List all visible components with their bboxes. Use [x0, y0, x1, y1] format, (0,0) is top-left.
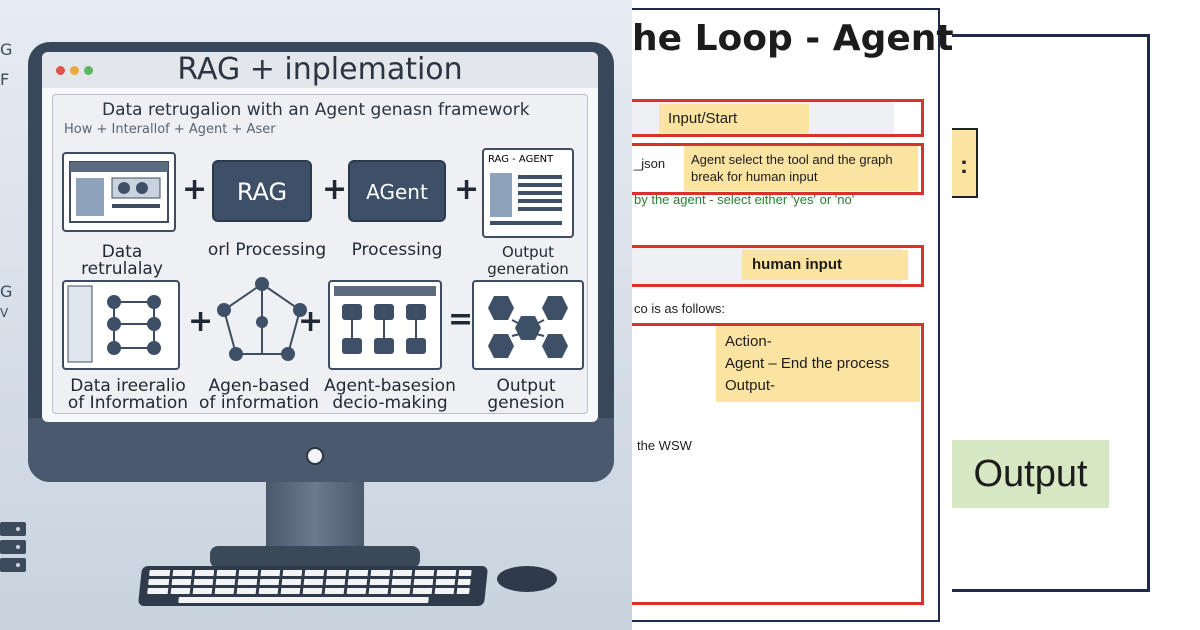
agent-select-note: Agent select the tool and the graph brea… — [684, 146, 918, 191]
agent-network-diagram — [214, 274, 310, 375]
caption-row2: Agent-basesion decio-making — [322, 378, 458, 412]
keyboard-keys-icon — [147, 569, 472, 603]
agent-select-box — [632, 143, 924, 195]
report-table-icon — [490, 173, 562, 225]
plus-operator: + — [182, 172, 208, 207]
window-maximize-dot-icon — [84, 66, 93, 75]
caption-row1: Processing — [351, 240, 443, 260]
caption-line: Agent-basesion — [324, 376, 456, 396]
action-line: Action- — [725, 333, 772, 350]
output-flow-icon — [488, 296, 568, 358]
monitor-stand — [266, 482, 364, 552]
mouse — [497, 566, 557, 592]
action-box — [632, 323, 924, 605]
json-fragment: _json — [634, 156, 666, 171]
document-window-icon — [69, 161, 169, 223]
caption-row2: Data ireeralio of Information — [58, 378, 198, 412]
edge-letter: V — [0, 306, 9, 320]
rag-agent-header: RAG - AGENT — [488, 154, 554, 165]
human-input-label: human input — [742, 250, 908, 280]
right-diagram-frame — [952, 34, 1150, 592]
window-minimize-dot-icon — [70, 66, 79, 75]
small-node-mark: : — [960, 152, 968, 179]
monitor-screen: RAG + inplemation Data retrugalion with … — [42, 52, 598, 422]
output-card — [472, 280, 584, 370]
action-line: Output- — [725, 377, 776, 394]
small-node-box — [952, 128, 978, 198]
document-title: he Loop - Agent — [632, 18, 954, 59]
plus-operator: + — [454, 172, 480, 207]
power-button-icon — [306, 447, 324, 465]
yes-no-note: by the agent - select either 'yes' or 'n… — [634, 192, 855, 207]
caption-line: of Information — [67, 393, 189, 413]
caption-row1: Data retrulalay — [81, 242, 163, 279]
caption-line: of information — [199, 393, 319, 413]
illustration: G F G V RAG + inplemation Data retrugali… — [0, 0, 632, 630]
network-graph-icon — [67, 285, 161, 363]
plus-operator: + — [322, 172, 348, 207]
edge-letter: G — [0, 40, 13, 59]
agent-network-icon — [217, 277, 307, 361]
output-node: Output — [952, 440, 1109, 508]
caption-line: decio-making — [332, 393, 448, 413]
caption-line: Agen-based — [208, 376, 310, 396]
plus-operator: + — [188, 304, 214, 339]
decision-making-card — [328, 280, 442, 370]
server-rack-icon — [0, 522, 26, 572]
human-input-box — [632, 245, 924, 287]
action-note: Action- Agent – End the process Output- — [716, 326, 920, 402]
rag-card: RAG — [212, 160, 312, 222]
follows-text: co is as follows: — [634, 301, 726, 316]
screen-titlebar — [42, 52, 598, 88]
agent-card: AGent — [348, 160, 446, 222]
monitor-base — [210, 546, 420, 568]
rag-agent-doc-card: RAG - AGENT — [482, 148, 574, 238]
equals-operator: = — [448, 302, 474, 337]
data-retrieval-card — [62, 152, 176, 232]
information-graph-card — [62, 280, 180, 370]
caption-row2: Output genesion — [456, 378, 596, 412]
keyboard — [137, 566, 489, 606]
decision-tree-icon — [334, 286, 436, 354]
diagram-subtitle: Data retrugalion with an Agent genasn fr… — [102, 100, 530, 120]
caption-line: Data ireeralio — [70, 376, 186, 396]
input-start-box — [632, 99, 924, 137]
screen-title: RAG + inplemation — [177, 52, 463, 87]
diagram-subtitle-secondary: How + Interallof + Agent + Aser — [64, 122, 276, 137]
plus-operator: + — [298, 304, 324, 339]
caption-row1: orl Processing — [207, 240, 327, 260]
edge-letter: F — [0, 70, 10, 89]
input-start-label: Input/Start — [659, 104, 809, 133]
caption-row2: Agen-based of information — [194, 378, 324, 412]
wsw-text: the WSW — [637, 438, 692, 453]
action-line: Agent – End the process — [725, 355, 890, 372]
caption-row1: Output generation — [487, 243, 569, 278]
caption-line: Output genesion — [487, 376, 565, 413]
window-close-dot-icon — [56, 66, 65, 75]
edge-letter: G — [0, 282, 13, 301]
